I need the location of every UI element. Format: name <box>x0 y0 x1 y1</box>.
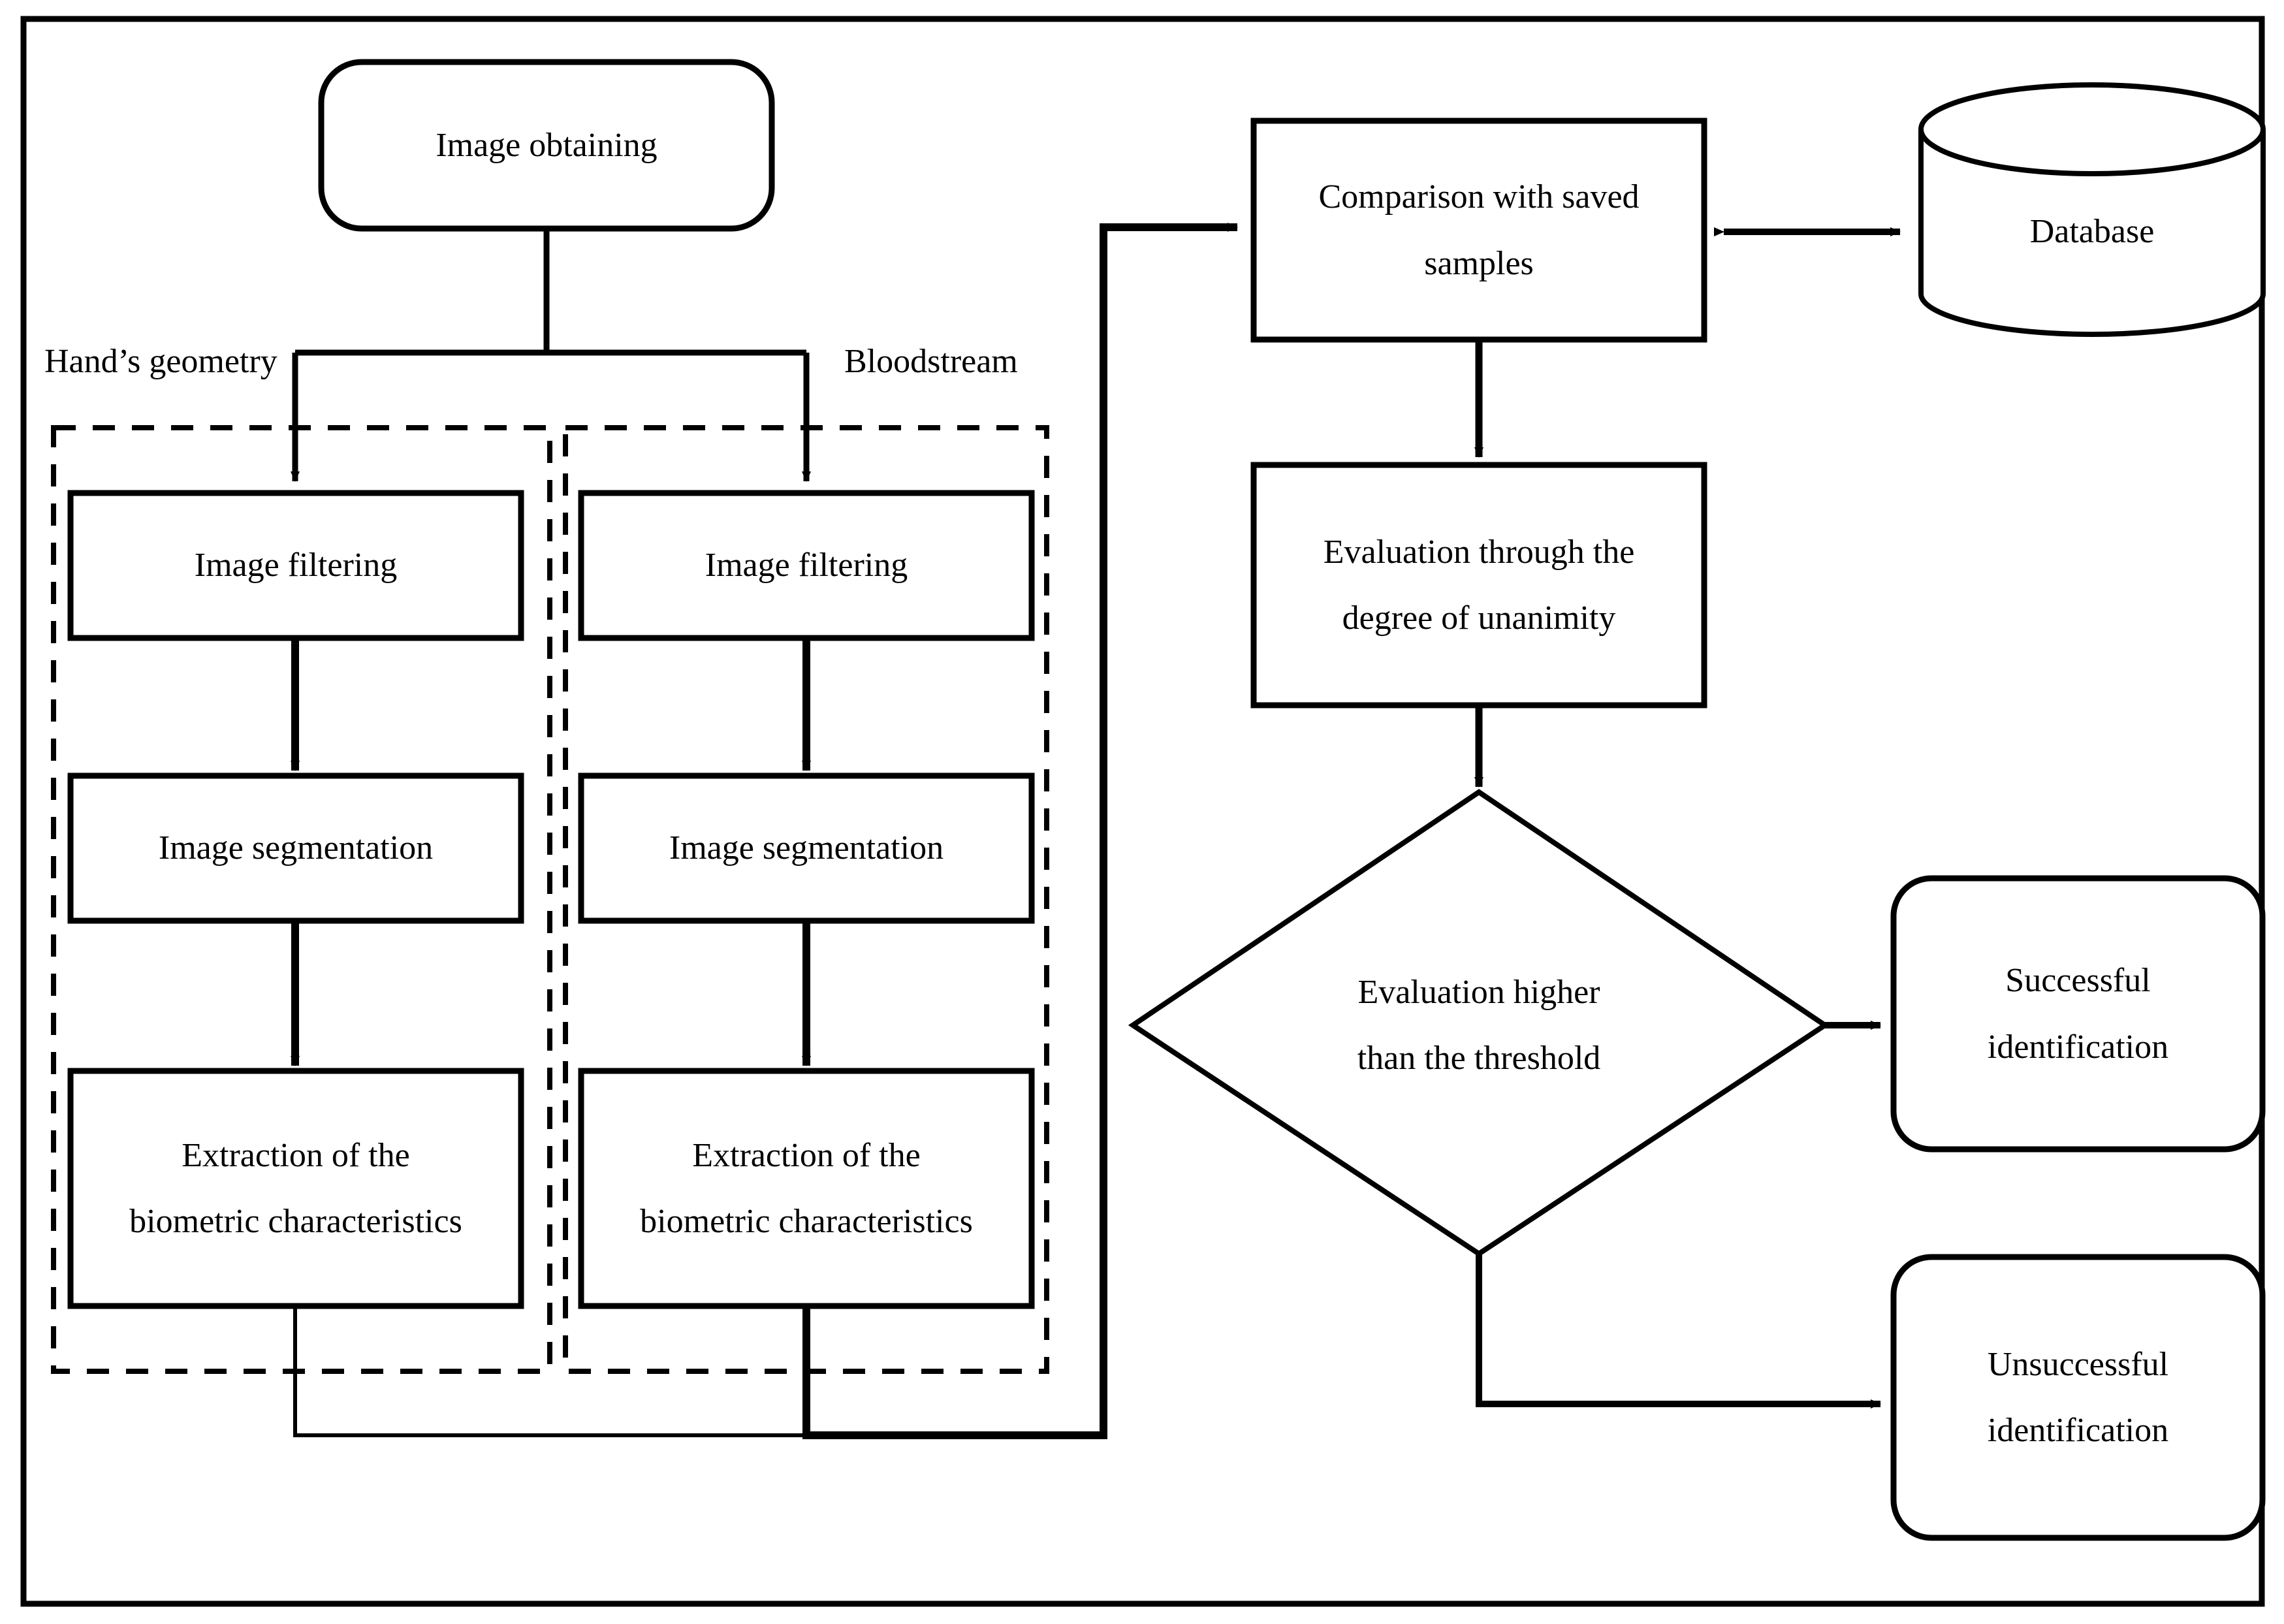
outer-border <box>20 16 2265 1607</box>
node-successful-identification <box>1890 875 2266 1153</box>
node-left-image-segmentation <box>67 772 524 924</box>
node-image-obtaining <box>318 59 775 232</box>
branch-label-bloodstream: Bloodstream <box>844 343 1018 380</box>
node-right-image-filtering <box>578 490 1035 641</box>
node-left-extraction <box>67 1068 524 1309</box>
connector-right-extraction-merge <box>802 223 1238 1439</box>
node-decision-diamond <box>1128 789 1830 1257</box>
connector-decision-to-unsuccessful <box>1476 1254 1881 1409</box>
node-comparison <box>1250 118 1707 343</box>
node-database-body <box>1918 131 2266 337</box>
node-left-image-filtering <box>67 490 524 641</box>
node-right-image-segmentation <box>578 772 1035 924</box>
group-box-hand-geometry <box>51 425 552 1374</box>
node-right-extraction <box>578 1068 1035 1309</box>
node-unsuccessful-identification <box>1890 1254 2266 1541</box>
connector-left-extraction-merge <box>293 1306 806 1437</box>
node-database-top <box>1918 82 2266 176</box>
branch-label-hand-geometry: Hand’s geometry <box>44 343 278 380</box>
node-evaluation <box>1250 462 1707 709</box>
